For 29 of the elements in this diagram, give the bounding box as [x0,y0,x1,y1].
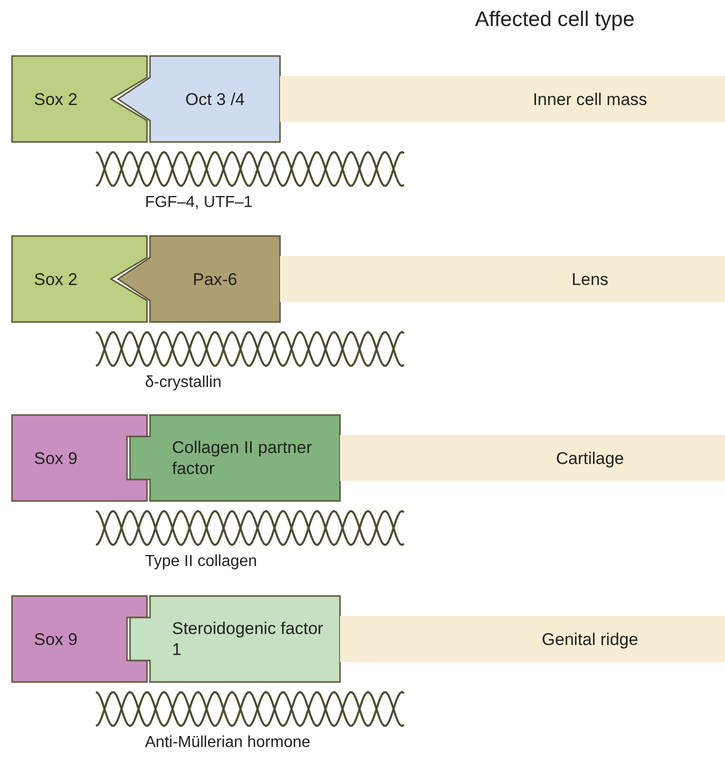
column-heading: Affected cell type [475,8,635,32]
cell-type-label: Cartilage [554,448,626,470]
protein-label: Collagen II partner factor [172,437,313,480]
cell-type-label: Genital ridge [540,628,640,650]
sox-protein-shape [12,596,147,682]
protein-label: Steroidogenic factor 1 [172,618,324,661]
protein-label: Sox 2 [34,88,78,110]
partner-protein-shape [127,415,340,501]
gene-label: FGF–4, UTF–1 [145,194,253,212]
cell-type-band [280,256,725,302]
partner-protein-shape [127,596,340,682]
cell-type-band [280,76,725,122]
sox-protein-shape [12,236,147,322]
partner-protein-shape [118,236,280,322]
cell-type-band [340,435,725,481]
gene-label: Anti-Müllerian hormone [145,734,310,752]
cell-type-band [340,616,725,662]
partner-protein-shape [118,56,280,142]
gene-label: δ-crystallin [145,374,222,392]
cell-type-label: Inner cell mass [532,88,648,110]
cell-type-label: Lens [570,268,610,290]
sox-protein-shape [12,56,147,142]
protein-label: Oct 3 /4 [184,88,246,110]
protein-label: Pax-6 [192,268,238,290]
gene-label: Type II collagen [145,553,258,571]
sox-protein-shape [12,415,147,501]
protein-label: Sox 9 [34,628,78,650]
protein-label: Sox 2 [34,268,78,290]
protein-label: Sox 9 [34,448,78,470]
